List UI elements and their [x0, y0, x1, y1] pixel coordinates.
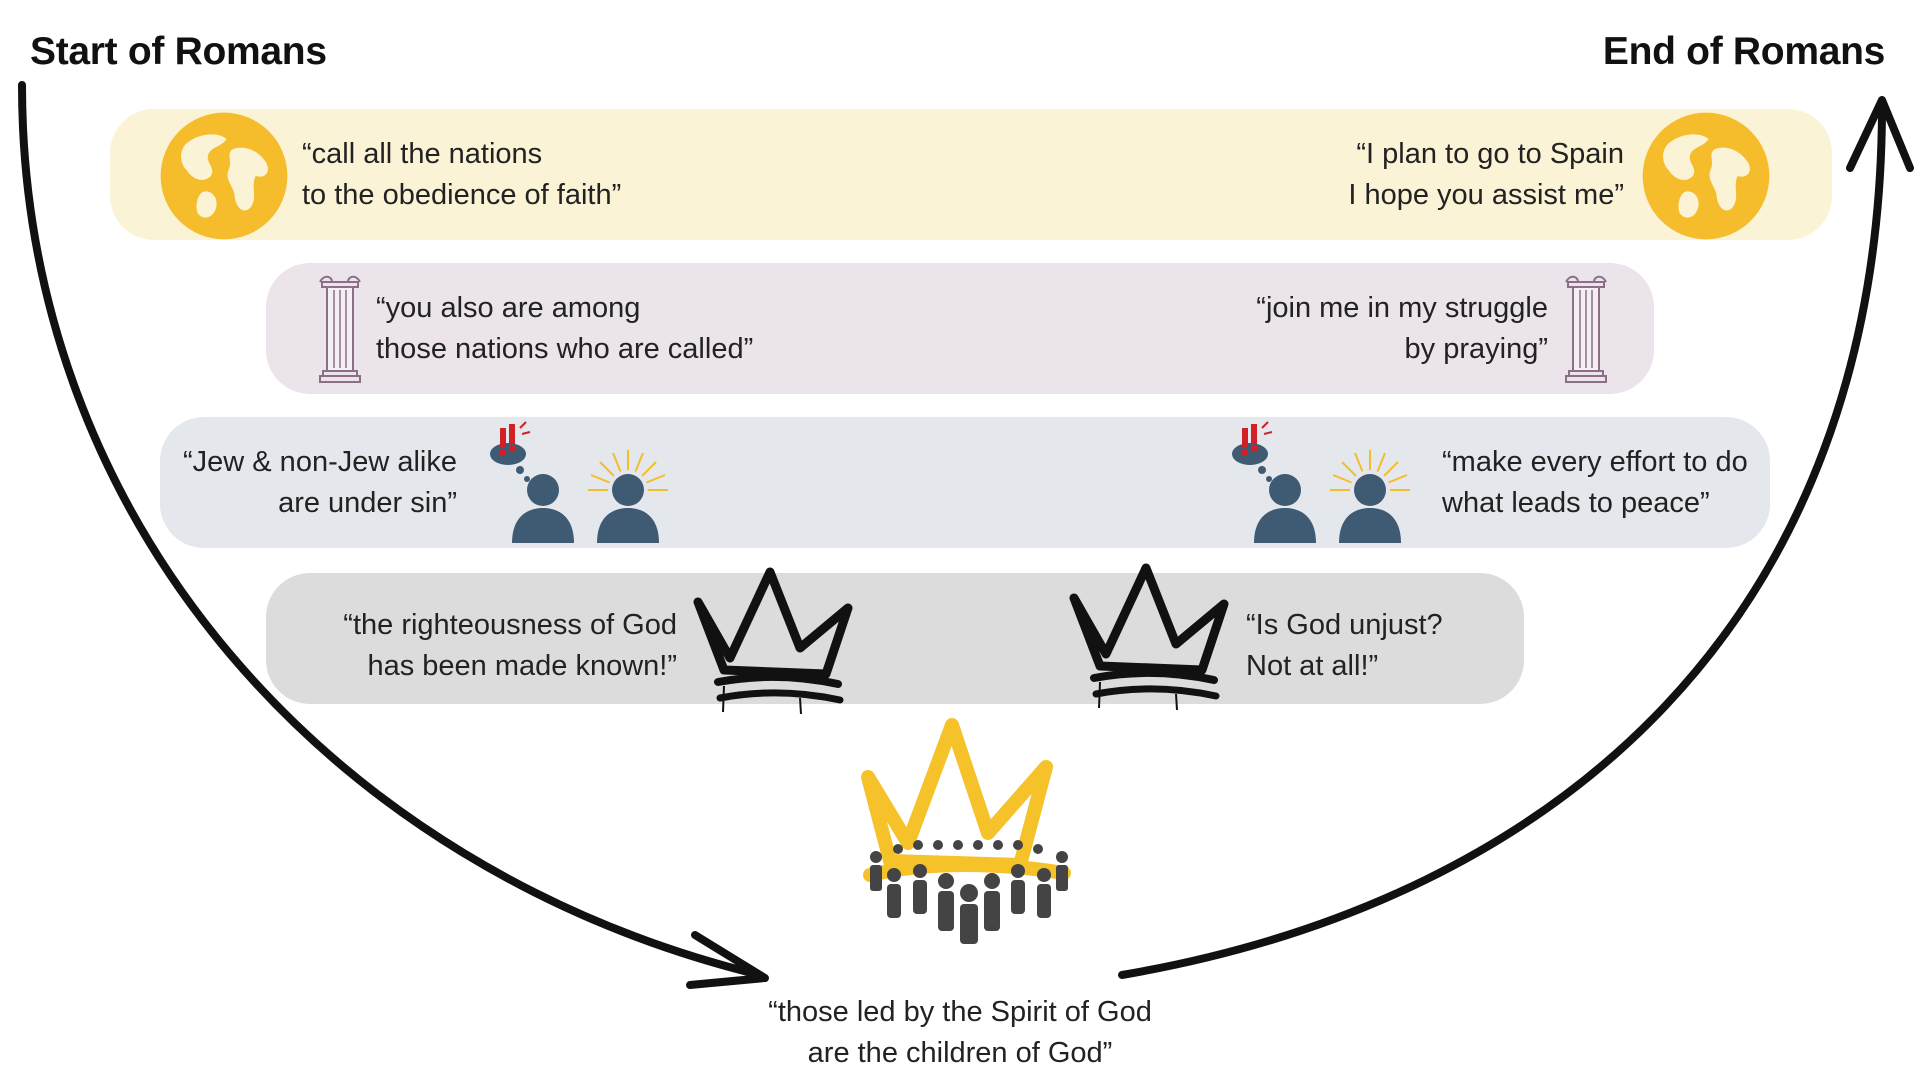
- people-icon: [490, 421, 668, 543]
- pillar-icon: [1565, 275, 1607, 383]
- globe-icon: [1642, 112, 1770, 240]
- start-of-romans-heading: Start of Romans: [30, 30, 327, 73]
- end-of-romans-heading: End of Romans: [1602, 30, 1885, 73]
- crown-icon: [693, 567, 853, 715]
- ascending-arrow: [1118, 106, 1886, 979]
- descending-arrow: [18, 81, 764, 979]
- band-sin-peace: [160, 417, 1770, 548]
- globe-icon: [160, 112, 288, 240]
- descending-arrowhead: [686, 931, 769, 989]
- quote-unjust-end: “Is God unjust?Not at all!”: [1246, 609, 1443, 682]
- ascending-arrowhead: [1846, 96, 1914, 172]
- crown-icon: [1069, 563, 1229, 711]
- band-nations: [110, 109, 1832, 240]
- people-icon: [1232, 421, 1410, 543]
- crowd-crown-icon: [861, 718, 1071, 944]
- band-called: [266, 263, 1654, 394]
- band-righteousness: [266, 573, 1524, 704]
- pillar-icon: [319, 275, 361, 383]
